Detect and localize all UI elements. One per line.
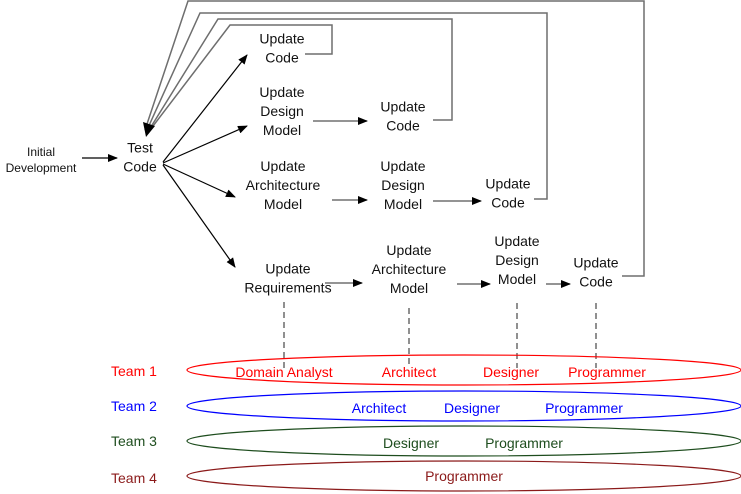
node-line: Architecture	[246, 177, 321, 193]
node-line: Code	[491, 195, 525, 211]
team2-role: Designer	[444, 400, 500, 416]
team4-ellipse	[186, 460, 741, 492]
loop-arrowhead	[143, 122, 155, 137]
team4-label: Team 4	[111, 470, 157, 486]
team2-ellipse	[186, 390, 741, 422]
team3-role: Programmer	[485, 435, 563, 451]
node-line: Code	[123, 159, 157, 175]
node-line: Model	[264, 196, 302, 212]
team3-label: Team 3	[111, 433, 157, 449]
loop-row3	[146, 12, 548, 200]
node-line: Update	[265, 261, 310, 277]
node-line: Update	[380, 158, 425, 174]
node-line: Design	[495, 252, 539, 268]
team1-role: Designer	[483, 364, 539, 380]
loop-row2	[148, 18, 453, 131]
arrow-test-to-r2design	[162, 125, 248, 164]
team1-role: Domain Analyst	[235, 364, 332, 380]
node-line: Update	[494, 233, 539, 249]
loop-lines	[144, 0, 645, 277]
team3-role: Designer	[383, 435, 439, 451]
loop-row4	[144, 0, 645, 277]
node-line: Model	[390, 280, 428, 296]
node-line: Architecture	[372, 261, 447, 277]
arrow-test-to-r1code	[162, 54, 248, 163]
node-line: Development	[6, 161, 77, 175]
node-line: Model	[384, 196, 422, 212]
node-line: Test	[127, 140, 153, 156]
node-line: Code	[265, 50, 299, 66]
node-line: Update	[386, 242, 431, 258]
arrow-test-to-r3arch	[162, 163, 236, 198]
node-line: Update	[259, 31, 304, 47]
node-line: Initial	[27, 145, 55, 159]
team1-ellipse	[186, 354, 741, 386]
node-line: Update	[260, 158, 305, 174]
team1-role: Programmer	[568, 364, 646, 380]
loop-row1	[149, 24, 333, 131]
node-line: Requirements	[244, 280, 331, 296]
node-line: Code	[386, 118, 420, 134]
node-line: Model	[263, 122, 301, 138]
node-line: Code	[579, 274, 613, 290]
node-line: Update	[485, 176, 530, 192]
team3-ellipse	[186, 425, 741, 457]
flow-arrows	[82, 54, 248, 268]
team1-role: Architect	[382, 364, 437, 380]
role-connectors	[283, 302, 597, 368]
team1-label: Team 1	[111, 363, 157, 379]
node-line: Update	[573, 255, 618, 271]
arrow-test-to-r4req	[162, 164, 236, 268]
node-line: Update	[380, 99, 425, 115]
team4-role: Programmer	[425, 468, 503, 484]
node-line: Model	[498, 271, 536, 287]
node-line: Update	[259, 84, 304, 100]
node-line: Design	[260, 103, 304, 119]
team2-label: Team 2	[111, 398, 157, 414]
node-line: Design	[381, 177, 425, 193]
team2-role: Architect	[352, 400, 407, 416]
team2-role: Programmer	[545, 400, 623, 416]
team-ellipses	[186, 354, 741, 492]
